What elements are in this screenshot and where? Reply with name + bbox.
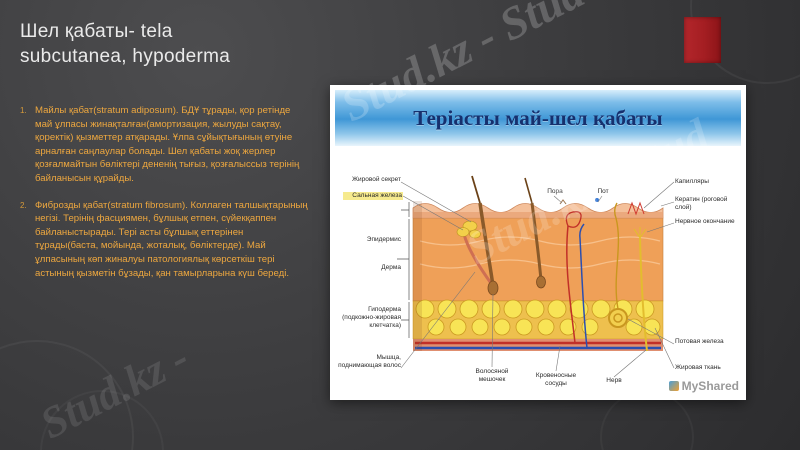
pore-mark	[559, 199, 567, 205]
decorative-swirl	[0, 340, 134, 450]
label-sweat-gland: Потовая железа	[675, 338, 724, 345]
layer-brackets	[397, 202, 410, 338]
myshared-logo-icon	[668, 381, 679, 391]
figure-title: Теріасты май-шел қабаты	[413, 105, 663, 130]
label-sweat: Пот	[597, 188, 609, 195]
nerve-shape	[639, 237, 648, 352]
figure-header: Теріасты май-шел қабаты	[335, 90, 741, 146]
label-fat-secret: Жировой секрет	[352, 176, 401, 183]
label-sebaceous-gland: Сальная железа	[343, 192, 403, 200]
slide-title: Шел қабаты- tela subcutanea, hypoderma	[20, 20, 230, 69]
list-item: 1. Майлы қабат(stratum adiposum). БДҰ тұ…	[20, 104, 308, 186]
label-arrector-muscle: Мышца, поднимающая волос	[338, 354, 401, 369]
myshared-watermark: MyShared	[668, 379, 739, 393]
slide-title-line2: subcutanea, hypoderma	[20, 45, 231, 67]
bullet-list: 1. Майлы қабат(stratum adiposum). БДҰ тұ…	[20, 104, 308, 293]
bullet-text: Фиброзды қабат(stratum fibrosum). Коллаг…	[35, 199, 308, 279]
label-keratin: Кератин (роговой слой)	[675, 196, 728, 211]
label-blood-vessels: Кровеносные сосуды	[535, 372, 577, 387]
label-nerve-ending: Нервное окончание	[675, 218, 735, 225]
slide-title-line1: Шел қабаты- tela	[20, 21, 173, 42]
skin-cross-section-diagram	[397, 175, 675, 378]
label-derma: Дерма	[381, 264, 401, 271]
sebaceous-gland-shape	[456, 220, 481, 239]
anatomy-figure: Теріасты май-шел қабаты	[330, 85, 746, 400]
bullet-number: 2.	[20, 200, 27, 210]
lower-band	[413, 339, 663, 351]
hair-follicle-shape	[478, 202, 495, 287]
label-fat-tissue: Жировая ткань	[675, 364, 721, 371]
label-capillaries: Капилляры	[675, 178, 709, 185]
accent-red-bar	[684, 17, 721, 63]
label-hair-follicle: Волосяной мешочек	[475, 368, 509, 383]
label-hypoderma: Гиподерма (подкожно-жировая клетчатка)	[342, 306, 401, 329]
capillary-branch	[566, 225, 576, 344]
label-epidermis: Эпидермис	[366, 236, 401, 243]
sweat-droplet	[595, 198, 599, 202]
figure-body: Жировой секрет Сальная железа Эпидермис …	[335, 146, 741, 395]
label-nerve: Нерв	[606, 377, 622, 384]
stud-watermark-bottom: Stud.kz -	[32, 332, 197, 449]
myshared-text: MyShared	[681, 379, 739, 393]
sweat-gland-shape	[608, 308, 628, 328]
bullet-number: 1.	[20, 106, 27, 115]
list-item: 2. Фиброзды қабат(stratum fibrosum). Кол…	[20, 199, 308, 281]
hair-shaft	[471, 175, 481, 204]
label-pore: Пора	[547, 188, 563, 195]
bullet-text: Майлы қабат(stratum adiposum). БДҰ тұрад…	[35, 105, 300, 185]
arrector-muscle-shape	[462, 233, 495, 287]
leader-lines	[400, 181, 675, 378]
decorative-swirl	[40, 390, 164, 450]
